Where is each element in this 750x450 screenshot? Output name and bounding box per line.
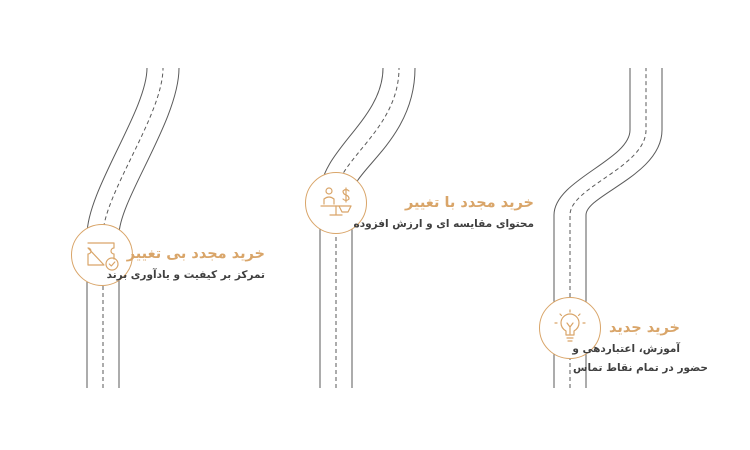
stage-1-title: خرید مجدد بی تغییر	[126, 246, 265, 262]
lightbulb-icon	[554, 309, 586, 342]
person-scale-badge	[305, 172, 367, 234]
road-1-centerline	[102, 67, 164, 388]
stage-1-label: خرید مجدد بی تغییر تمرکز بر کیفیت و یادآ…	[107, 244, 265, 285]
stage-2-description: محتوای مقایسه ای و ارزش افزوده	[353, 218, 534, 230]
road-3-centerline	[569, 68, 647, 388]
ticket-check-badge	[71, 224, 133, 286]
stage-3-description-line-2: حضور در تمام نقاط تماس	[573, 362, 708, 374]
stage-3-label: خرید جدید آموزش، اعتباردهی و حضور در تما…	[572, 318, 708, 378]
stage-2-title: خرید مجدد با تغییر	[404, 195, 534, 211]
person-scale-icon	[320, 187, 352, 216]
road-3-left-edge	[553, 68, 631, 388]
stage-3-description-line-1: آموزش، اعتباردهی و	[572, 343, 680, 355]
road-1-right-edge	[118, 67, 180, 388]
stage-1-description: تمرکز بر کیفیت و یادآوری برند	[106, 269, 265, 281]
road-3-right-edge	[585, 68, 663, 388]
stage-3-title: خرید جدید	[609, 320, 680, 336]
stage-2-label: خرید مجدد با تغییر محتوای مقایسه ای و ار…	[354, 193, 534, 234]
lightbulb-badge	[539, 297, 601, 359]
ticket-check-icon	[87, 242, 119, 271]
